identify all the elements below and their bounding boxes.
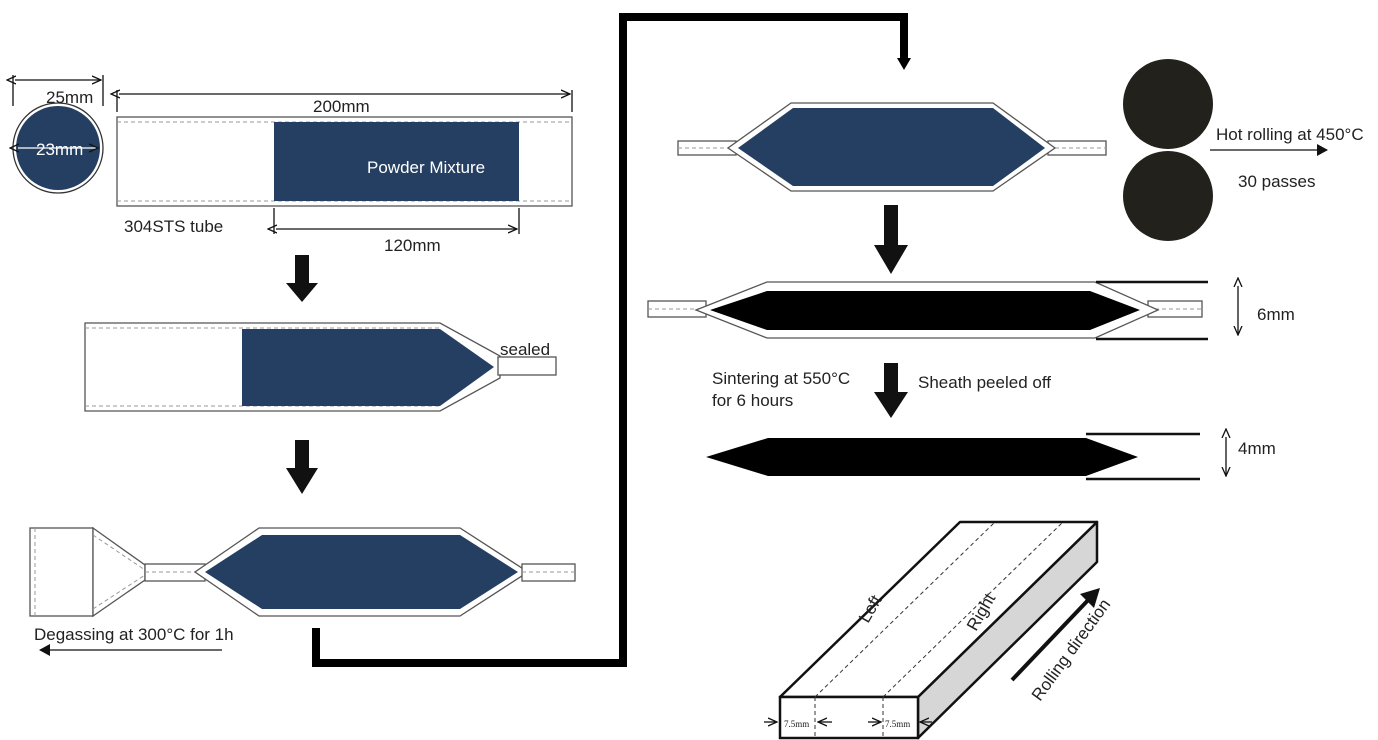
passes-label: 30 passes	[1238, 172, 1316, 191]
stainless-tube: 200mm Powder Mixture 304STS tube 120mm	[117, 90, 573, 255]
powder-mixture-label: Powder Mixture	[367, 158, 485, 177]
tube-length-label: 200mm	[313, 97, 370, 116]
process-flow-connector	[312, 13, 911, 667]
outer-diameter-label: 25mm	[46, 88, 93, 107]
down-arrow-icon	[286, 440, 318, 494]
hot-rolling-label: Hot rolling at 450°C	[1216, 125, 1364, 144]
tube-cross-section: 25mm 23mm	[13, 75, 104, 194]
down-arrow-icon	[286, 255, 318, 302]
final-compact: 4mm	[706, 434, 1276, 481]
rolled-sheet: 6mm	[647, 282, 1295, 341]
degassing-label: Degassing at 300°C for 1h	[34, 625, 234, 644]
powder-fill	[274, 122, 519, 201]
down-arrow-icon	[874, 363, 908, 418]
inner-diameter-label: 23mm	[36, 140, 83, 159]
degassing-assembly: Degassing at 300°C for 1h	[29, 526, 576, 644]
sealed-tube: sealed	[84, 322, 557, 412]
rolling-direction-arrow-icon	[1010, 588, 1100, 682]
roller-icon	[1123, 59, 1213, 241]
specimen-block: Left Right 7.5mm 7.5mm	[764, 520, 1099, 740]
thickness-4mm-label: 4mm	[1238, 439, 1276, 458]
down-arrow-icon	[874, 205, 908, 274]
offset-right-label: 7.5mm	[885, 719, 910, 729]
rolling-billet	[677, 102, 1107, 192]
tube-name-label: 304STS tube	[124, 217, 223, 236]
sintering-label-line1: Sintering at 550°C	[712, 369, 850, 388]
sheath-label: Sheath peeled off	[918, 373, 1051, 392]
sealed-label: sealed	[500, 340, 550, 359]
thickness-6mm-label: 6mm	[1257, 305, 1295, 324]
powder-length-label: 120mm	[384, 236, 441, 255]
sintering-label-line2: for 6 hours	[712, 391, 793, 410]
offset-left-label: 7.5mm	[784, 719, 809, 729]
